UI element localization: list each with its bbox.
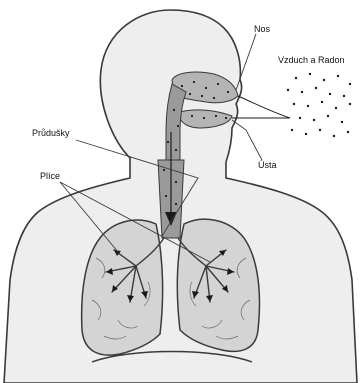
label-nose: Nos — [254, 24, 270, 35]
inhaled-air-stream — [232, 96, 290, 118]
leader-mouth — [232, 120, 262, 160]
radon-particles — [287, 73, 351, 137]
label-lungs: Plíce — [40, 171, 60, 182]
label-mouth: Ústa — [258, 160, 277, 171]
label-bronchi: Průdušky — [32, 128, 70, 139]
label-air-and-radon: Vzduch a Radon — [278, 55, 345, 66]
